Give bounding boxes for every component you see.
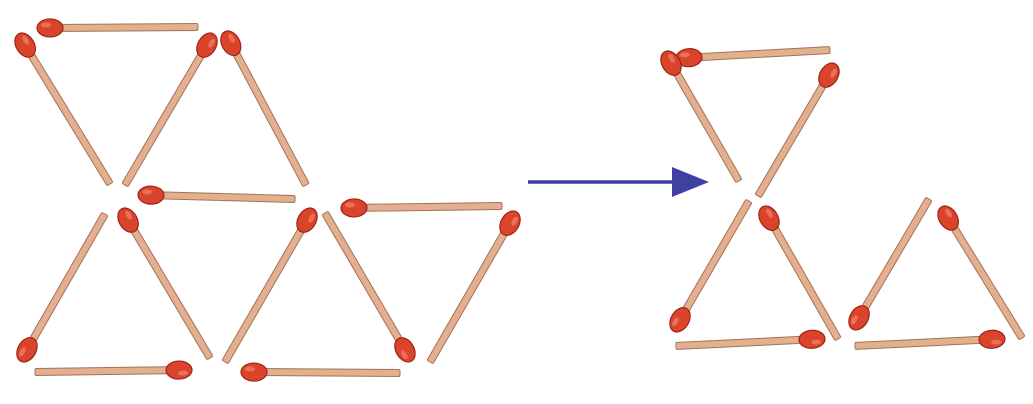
matchstick-stick [148, 191, 296, 203]
matchstick-head-highlight [511, 216, 518, 226]
matchstick-head-highlight [228, 33, 235, 43]
matchstick-head [296, 207, 318, 233]
matchstick-head-highlight [19, 347, 26, 357]
matchstick [240, 362, 401, 382]
matchstick-head [978, 329, 1006, 349]
right-arrow-icon [528, 167, 709, 197]
matchstick-stick [251, 368, 401, 377]
before-figure [14, 18, 521, 382]
matchstick-head [818, 62, 840, 88]
arrow-head [672, 167, 709, 197]
matchstick-head [937, 205, 960, 231]
matchstick-stick [351, 202, 503, 212]
matchstick [758, 205, 841, 341]
matchstick [848, 197, 932, 331]
matchstick-head [36, 18, 64, 38]
matchstick [122, 32, 218, 187]
matchstick-head-highlight [308, 213, 315, 223]
matchstick [34, 360, 193, 380]
matchstick [675, 46, 831, 68]
matchstick [675, 329, 826, 350]
matchstick [36, 18, 199, 38]
matchstick-head [14, 32, 36, 58]
matchstick-stick [755, 71, 833, 198]
matchstick-stick [21, 41, 113, 186]
matchstick-head-highlight [401, 350, 408, 360]
matchstick-stick [222, 216, 311, 364]
matchstick-head [669, 307, 691, 333]
matchstick-head [117, 207, 139, 233]
matchstick-head-highlight [40, 22, 51, 28]
matchstick [660, 50, 742, 183]
matchstick-head [240, 362, 268, 382]
matchstick [427, 210, 521, 364]
matchstick-stick [675, 335, 815, 350]
matchstick-head-highlight [22, 35, 29, 45]
matchstick [222, 207, 318, 364]
matchstick-head [758, 205, 780, 231]
matchstick-head [394, 337, 416, 363]
matchstick-stick [427, 219, 514, 364]
matchstick-stick [122, 41, 211, 187]
matchstick-head [848, 305, 870, 331]
matchstick-head-highlight [125, 210, 132, 220]
after-figure [660, 46, 1025, 350]
matchstick-stick [854, 335, 995, 350]
matchstick-stick [124, 216, 213, 360]
matchstick-head-highlight [811, 339, 822, 345]
matchstick-head [220, 30, 242, 57]
matchstick-stick [226, 39, 310, 187]
matchstick-stick [764, 214, 841, 341]
matchstick-stick [676, 199, 752, 324]
matchstick [322, 211, 416, 363]
matchstick-head-highlight [142, 189, 153, 195]
matchstick-head [165, 360, 193, 380]
matchstick-head-highlight [668, 53, 675, 63]
matchstick-head-highlight [208, 38, 215, 48]
matchstick-head-highlight [766, 208, 773, 218]
matchstick-stick [855, 197, 932, 322]
matchstick-head [660, 50, 682, 76]
matchstick-head [798, 329, 826, 349]
matchstick [340, 198, 503, 218]
matchstick-head [196, 32, 218, 58]
matchstick-stick [944, 214, 1025, 340]
matchstick-head-highlight [830, 68, 837, 78]
matchstick-head-highlight [344, 202, 355, 208]
matchstick [755, 62, 840, 198]
matchstick [854, 329, 1006, 350]
matchstick [669, 199, 752, 333]
matchstick-head-highlight [245, 366, 256, 372]
matchstick-stick [686, 46, 831, 62]
matchstick-head-highlight [991, 339, 1002, 345]
matchstick-stick [667, 59, 742, 183]
matchstick-head [137, 185, 165, 205]
matchstick-head-highlight [178, 370, 189, 376]
matchstick [14, 32, 113, 186]
matchstick-head-highlight [679, 52, 690, 58]
matchstick-head [340, 198, 368, 218]
matchstick [117, 207, 213, 360]
matchstick-stick [34, 366, 182, 376]
matchstick [137, 185, 296, 205]
matchstick-head-highlight [945, 208, 952, 218]
matchstick [220, 30, 310, 187]
matchstick [937, 205, 1025, 340]
matchstick-head-highlight [851, 315, 858, 325]
matchstick-stick [322, 211, 409, 354]
matchstick-stick [47, 23, 199, 32]
matchstick-stick [23, 212, 108, 354]
matchstick [16, 212, 108, 363]
matchstick-head-highlight [672, 317, 679, 327]
